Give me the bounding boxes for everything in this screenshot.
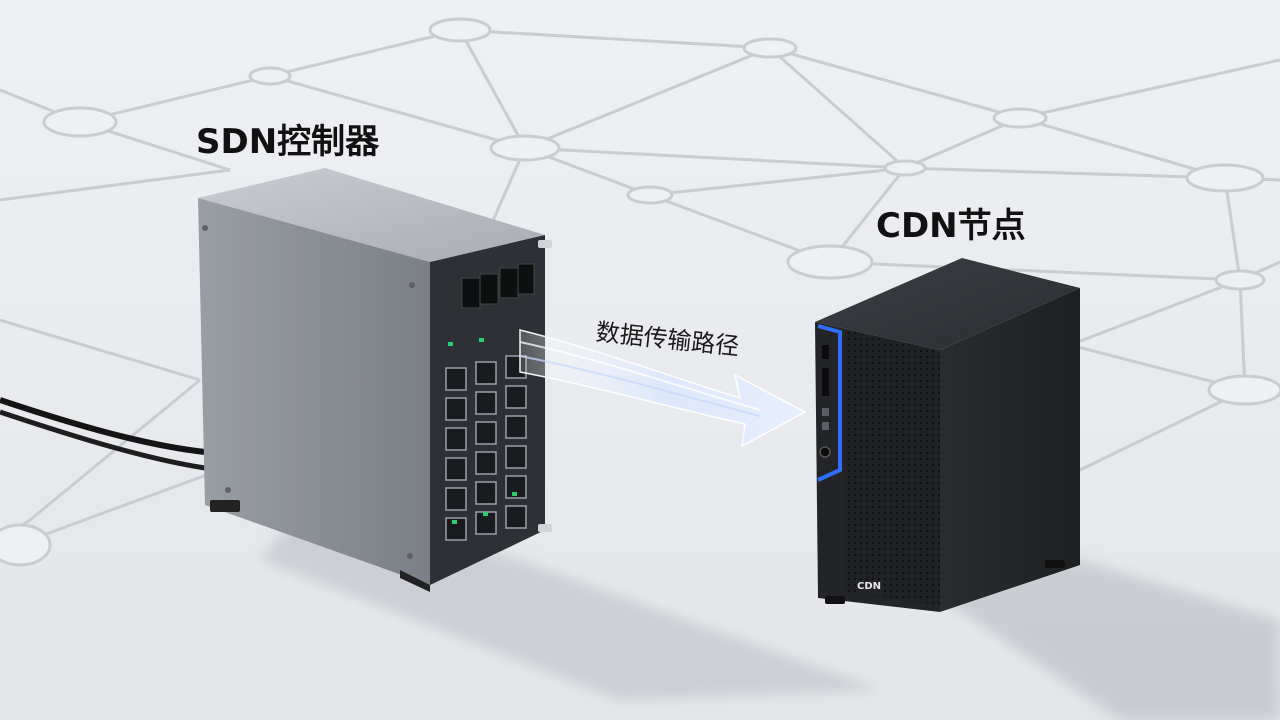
- sdn-controller-device: [198, 168, 552, 592]
- cdn-node-device: [815, 258, 1080, 612]
- power-cable: [0, 397, 206, 455]
- cdn-node-label: CDN节点: [876, 206, 1026, 246]
- arrow-right-icon: [519, 329, 807, 448]
- network-nodes: [0, 17, 1280, 567]
- sdn-controller-label: SDN控制器: [196, 122, 380, 162]
- power-cable-2: [0, 409, 206, 471]
- node-logo-mark: CDN: [857, 581, 882, 592]
- node-shadow: [900, 560, 1280, 720]
